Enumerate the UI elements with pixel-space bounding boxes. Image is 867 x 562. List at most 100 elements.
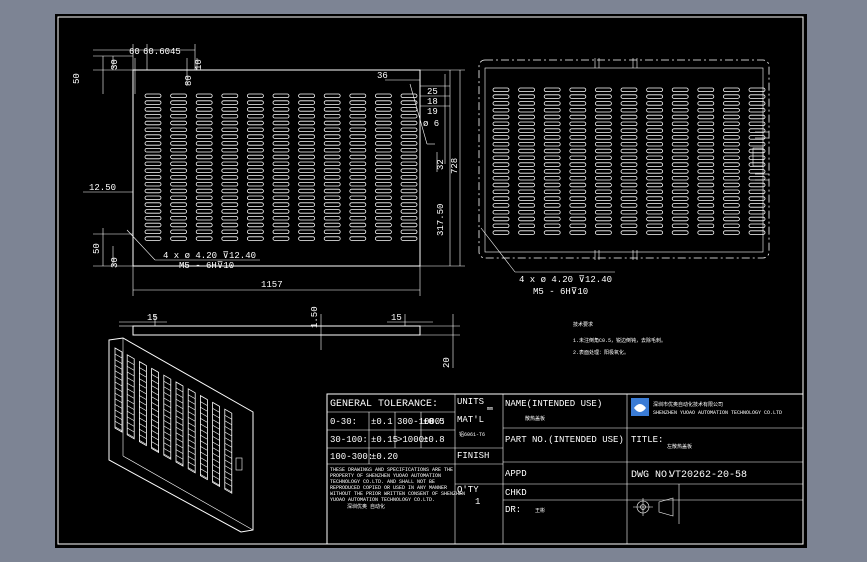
front-vent-slot: [298, 195, 316, 200]
dim-15-left: 15: [147, 313, 158, 323]
iso-vent-slot: [127, 405, 135, 410]
iso-vent-slot: [188, 467, 196, 472]
rear-vent-slot: [748, 203, 766, 208]
rear-vent-slot: [646, 223, 663, 228]
front-vent-slot: [374, 147, 392, 153]
front-vent-slot: [170, 168, 187, 173]
rear-vent-slot: [723, 121, 740, 126]
front-vent-slot: [195, 202, 213, 207]
iso-vent-slot: [114, 415, 123, 420]
iso-vent-slot: [224, 431, 232, 437]
front-vent-slot: [374, 141, 392, 146]
front-vent-slot: [246, 141, 264, 146]
front-vent-slot: [246, 107, 264, 112]
rear-vent-slot: [620, 121, 638, 126]
front-vent-slot: [221, 236, 239, 241]
rear-vent-slot: [569, 128, 587, 133]
rear-vent-slot: [518, 182, 536, 188]
iso-vent-slot: [188, 461, 196, 467]
iso-vent-slot: [151, 430, 159, 435]
iso-vent-slot: [163, 453, 171, 459]
rear-vent-slot: [723, 203, 740, 208]
front-vent-slot: [221, 168, 239, 173]
rear-vent-slot: [492, 141, 510, 147]
iso-vent-slot: [212, 480, 220, 486]
rear-vent-slot: [723, 189, 740, 194]
rear-vent-slot: [748, 148, 766, 154]
rear-vent-slot: [748, 121, 766, 126]
rear-vent-slot: [543, 135, 561, 140]
rear-vent-slot: [543, 175, 561, 181]
rear-vent-slot: [492, 209, 510, 215]
front-vent-slot: [144, 114, 162, 119]
rear-vent-slot: [748, 162, 766, 167]
rear-vent-slot: [595, 196, 612, 201]
rear-vent-slot: [748, 141, 766, 147]
rear-vent-slot: [518, 189, 536, 194]
iso-vent-slot: [212, 464, 220, 469]
rear-vent-slot: [671, 114, 689, 120]
iso-vent-slot: [151, 390, 159, 396]
rear-vent-slot: [671, 189, 689, 194]
rear-vent-slot: [518, 94, 536, 99]
iso-vent-slot: [163, 403, 171, 408]
front-vent-slot: [323, 188, 341, 194]
iso-vent-slot: [188, 394, 196, 400]
iso-vent-slot: [127, 366, 135, 371]
tol-r1-val: ±0.1: [371, 417, 393, 427]
iso-vent-slot: [163, 397, 171, 403]
rear-vent-slot: [492, 216, 510, 222]
dim-728: 728: [450, 158, 460, 174]
front-vent-slot: [170, 141, 187, 146]
rear-vent-slot: [620, 223, 638, 228]
front-vent-slot: [349, 202, 367, 207]
front-vent-slot: [144, 202, 162, 207]
front-vent-slot: [195, 134, 213, 139]
front-vent-slot: [298, 222, 316, 228]
rear-vent-slot: [543, 189, 561, 194]
tol-r1-val2: ±0.5: [423, 417, 445, 427]
rear-vent-slot: [671, 175, 689, 181]
front-vent-slot: [221, 93, 239, 98]
front-vent-slot: [400, 107, 418, 112]
front-vent-slot: [323, 215, 341, 221]
rear-vent-slot: [697, 94, 715, 99]
front-vent-slot: [374, 229, 392, 234]
front-vent-slot: [298, 236, 316, 241]
dwg-no-label: DWG NO:: [631, 470, 673, 481]
iso-vent-slot: [224, 476, 232, 482]
rear-vent-slot: [697, 114, 715, 120]
front-vent-slot: [272, 107, 290, 112]
front-vent-slot: [221, 188, 239, 194]
front-vent-slot: [170, 100, 187, 105]
front-vent-slot: [272, 222, 290, 228]
iso-vent-slot: [200, 451, 208, 457]
rear-vent-slot: [595, 203, 612, 208]
front-vent-slot: [144, 100, 162, 105]
rear-vent-slot: [671, 162, 689, 167]
rear-vent-slot: [646, 230, 663, 235]
iso-vent-slot: [200, 434, 208, 440]
iso-vent-column: [139, 360, 147, 447]
front-vent-slot: [195, 147, 213, 153]
front-vent-slot: [400, 134, 418, 139]
front-vent-slot: [400, 222, 418, 228]
iso-vent-slot: [175, 404, 184, 410]
disclaimer-line-7: 深圳优奥 自动化: [347, 503, 385, 510]
rear-vent-slot: [646, 209, 663, 215]
rear-vent-slot: [595, 101, 612, 106]
front-vent-slot: [349, 181, 367, 187]
rear-vent-slot: [543, 203, 561, 208]
dim-30-bottom: 30: [110, 257, 120, 268]
rear-vent-slot: [671, 196, 689, 201]
dim-30-top: 30: [110, 59, 120, 70]
rear-vent-slot: [569, 101, 587, 106]
rear-vent-slot: [723, 162, 740, 167]
name-value: 散热盖板: [525, 415, 545, 422]
front-vent-slot: [246, 147, 264, 153]
rear-vent-slot: [671, 121, 689, 126]
rear-vent-slot: [518, 155, 536, 160]
front-vent-slot: [349, 114, 367, 119]
front-vent-slot: [221, 134, 239, 139]
rear-vent-slot: [595, 230, 612, 235]
